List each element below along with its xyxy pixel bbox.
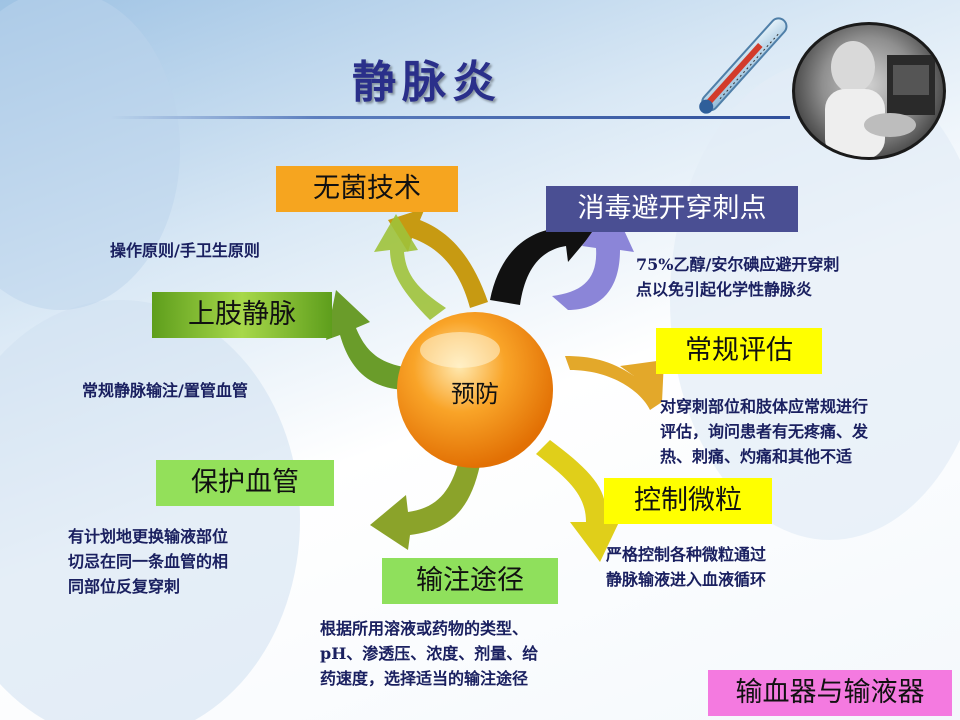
label-upper-limb-vein: 上肢静脉 [152,292,332,338]
label-control-particles: 控制微粒 [604,478,772,524]
label-disinfect: 消毒避开穿刺点 [546,186,798,232]
swirl-arrow-olive [370,456,480,550]
label-aseptic-technique: 无菌技术 [276,166,458,212]
swirl-arrow-black [490,214,600,305]
desc-aseptic: 操作原则/手卫生原则 [110,241,260,260]
label-routine-assessment: 常规评估 [656,328,822,374]
title-underline [110,116,790,119]
swirl-arrow-orange [565,356,664,410]
center-label: 预防 [451,380,499,408]
label-protect-vessel: 保护血管 [156,460,334,506]
desc-route: 根据所用溶液或药物的类型、 pH、渗透压、浓度、剂量、给 药速度，选择适当的输注… [320,619,539,688]
desc-disinfect: 75%乙醇/安尔碘应避开穿刺 点以免引起化学性静脉炎 [636,255,840,299]
swirl-arrow-yellow [536,440,620,562]
swirl-arrow-green [326,290,410,390]
desc-upper-limb: 常规静脉输注/置管血管 [82,381,248,400]
page-title: 静脉炎 [352,57,502,108]
footer-tag: 输血器与输液器 [708,670,952,716]
desc-protect: 有计划地更换输液部位 切忌在同一条血管的相 同部位反复穿刺 [68,527,229,596]
label-infusion-route: 输注途径 [382,558,558,604]
swirl-arrow-golden [388,208,488,308]
swirl-arrow-lime [374,214,446,320]
lab-photo [792,22,946,160]
thermometer-icon [699,17,788,114]
desc-particle: 严格控制各种微粒通过 静脉输液进入血液循环 [606,545,767,589]
desc-routine: 对穿刺部位和肢体应常规进行 评估，询问患者有无疼痛、发 热、刺痛、灼痛和其他不适 [660,397,869,466]
